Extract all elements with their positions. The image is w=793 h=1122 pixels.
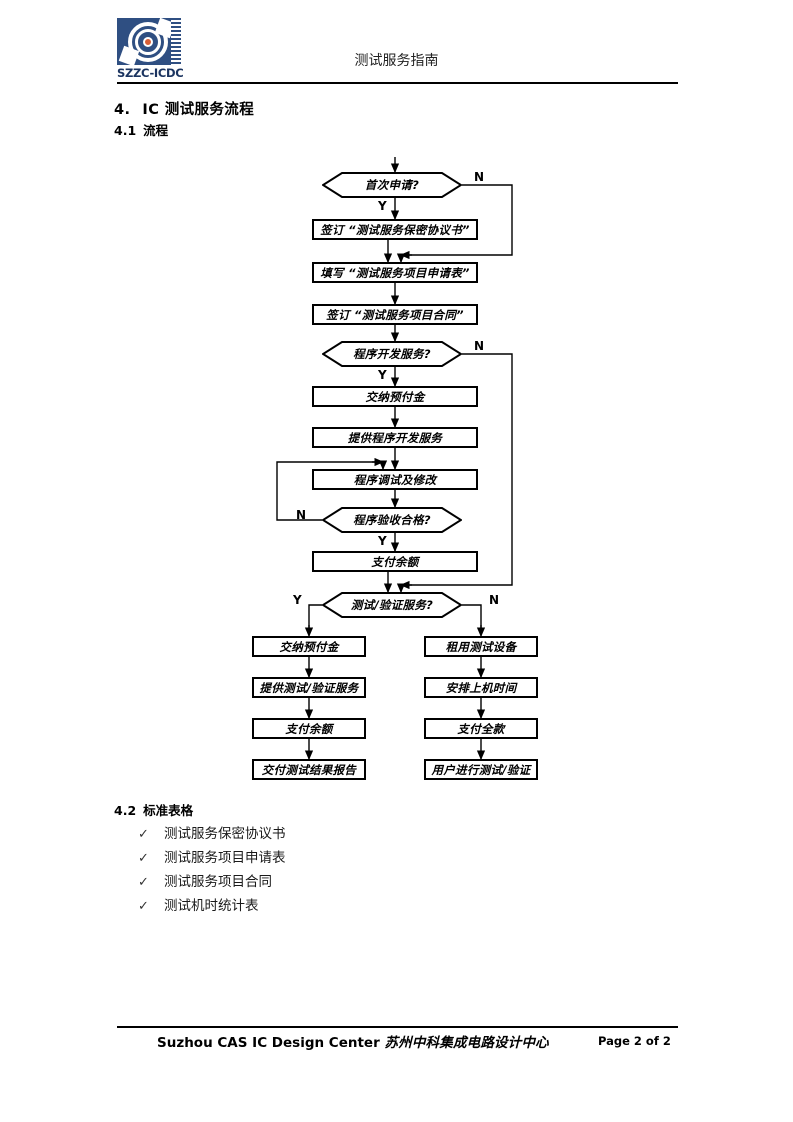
logo-ring-outer bbox=[128, 22, 168, 62]
checkmark-icon: ✓ bbox=[138, 899, 149, 914]
list-item-label: 测试服务保密协议书 bbox=[164, 826, 286, 842]
box-pay-deposit-dev: 交纳预付金 bbox=[312, 386, 478, 407]
header-divider bbox=[117, 82, 678, 84]
section-4-1-number: 4.1 bbox=[114, 123, 137, 138]
list-item-label: 测试机时统计表 bbox=[164, 898, 259, 914]
page-title: 4. IC 测试服务流程 bbox=[114, 98, 254, 119]
footer-page-number: Page 2 of 2 bbox=[598, 1034, 671, 1048]
box-right-user-test: 用户进行测试/验证 bbox=[424, 759, 538, 780]
list-item: ✓ 测试机时统计表 bbox=[138, 894, 286, 918]
logo-center-dot bbox=[143, 37, 153, 47]
section-4-1-heading: 4.1 流程 bbox=[114, 120, 168, 139]
decision-first-application-label: 首次申请? bbox=[364, 178, 420, 192]
box-left-pay-deposit: 交纳预付金 bbox=[252, 636, 366, 657]
section-4-2-heading: 4.2 标准表格 bbox=[114, 800, 193, 819]
label-d2-no: N bbox=[474, 339, 485, 353]
logo-ring-inner bbox=[135, 29, 161, 55]
label-d2-yes: Y bbox=[378, 368, 387, 382]
decision-test-verify-service-label: 测试/验证服务? bbox=[350, 598, 434, 612]
box-debug-and-modify: 程序调试及修改 bbox=[312, 469, 478, 490]
footer-org-cn: 苏州中科集成电路设计中心 bbox=[384, 1035, 549, 1051]
decision-program-accepted-label: 程序验收合格? bbox=[353, 513, 431, 527]
section-4-number: 4. bbox=[114, 102, 131, 118]
decision-test-verify-service: 测试/验证服务? bbox=[322, 592, 462, 618]
decision-program-development: 程序开发服务? bbox=[322, 341, 462, 367]
label-d3-yes: Y bbox=[378, 534, 387, 548]
box-right-schedule-time: 安排上机时间 bbox=[424, 677, 538, 698]
checkmark-icon: ✓ bbox=[138, 851, 149, 866]
box-sign-contract: 签订 “测试服务项目合同” bbox=[312, 304, 478, 325]
footer-organization: Suzhou CAS IC Design Center 苏州中科集成电路设计中心 bbox=[157, 1031, 549, 1051]
box-pay-balance-dev: 支付余额 bbox=[312, 551, 478, 572]
box-left-provide-test: 提供测试/验证服务 bbox=[252, 677, 366, 698]
list-item-label: 测试服务项目申请表 bbox=[164, 850, 286, 866]
decision-first-application: 首次申请? bbox=[322, 172, 462, 198]
checkmark-icon: ✓ bbox=[138, 827, 149, 842]
decision-program-development-label: 程序开发服务? bbox=[353, 347, 431, 361]
list-item: ✓ 测试服务项目合同 bbox=[138, 870, 286, 894]
label-d1-no: N bbox=[474, 170, 485, 184]
list-item: ✓ 测试服务项目申请表 bbox=[138, 846, 286, 870]
box-sign-nda: 签订 “测试服务保密协议书” bbox=[312, 219, 478, 240]
checkmark-icon: ✓ bbox=[138, 875, 149, 890]
section-4-title: IC 测试服务流程 bbox=[142, 102, 255, 118]
box-right-rent-equipment: 租用测试设备 bbox=[424, 636, 538, 657]
list-item: ✓ 测试服务保密协议书 bbox=[138, 822, 286, 846]
standard-forms-list: ✓ 测试服务保密协议书 ✓ 测试服务项目申请表 ✓ 测试服务项目合同 ✓ 测试机… bbox=[138, 822, 286, 918]
box-right-pay-full: 支付全款 bbox=[424, 718, 538, 739]
section-4-2-title: 标准表格 bbox=[143, 803, 194, 818]
header-title: 测试服务指南 bbox=[354, 53, 439, 69]
box-provide-development: 提供程序开发服务 bbox=[312, 427, 478, 448]
section-4-2-number: 4.2 bbox=[114, 803, 137, 818]
box-fill-application: 填写 “测试服务项目申请表” bbox=[312, 262, 478, 283]
company-logo: SZZC-ICDC bbox=[117, 17, 192, 80]
logo-bars bbox=[171, 18, 181, 65]
label-d4-no: N bbox=[489, 593, 500, 607]
section-4-1-title: 流程 bbox=[143, 123, 169, 138]
decision-program-accepted: 程序验收合格? bbox=[322, 507, 462, 533]
label-d3-no: N bbox=[296, 508, 307, 522]
footer-divider bbox=[117, 1026, 678, 1028]
box-left-pay-balance: 支付余额 bbox=[252, 718, 366, 739]
logo-text: SZZC-ICDC bbox=[117, 66, 184, 80]
list-item-label: 测试服务项目合同 bbox=[164, 874, 272, 890]
footer-org-en: Suzhou CAS IC Design Center bbox=[157, 1035, 380, 1051]
box-left-deliver-report: 交付测试结果报告 bbox=[252, 759, 366, 780]
label-d4-yes: Y bbox=[293, 593, 302, 607]
label-d1-yes: Y bbox=[378, 199, 387, 213]
